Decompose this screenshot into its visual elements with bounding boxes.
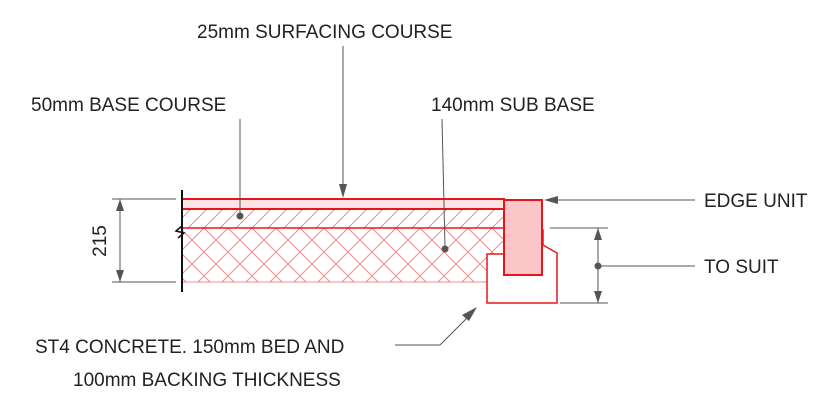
label-base-course: 50mm BASE COURSE	[31, 95, 226, 116]
edge-unit-shape	[503, 199, 543, 276]
label-surfacing-course: 25mm SURFACING COURSE	[197, 22, 452, 43]
label-to-suit: TO SUIT	[704, 257, 779, 278]
subbase-leader	[441, 118, 446, 248]
edge-unit-arrow	[544, 196, 558, 204]
subbase-dot	[441, 245, 449, 253]
concrete-arrow	[462, 307, 477, 321]
dim-arrow-up	[116, 199, 124, 211]
label-edge-unit: EDGE UNIT	[704, 191, 808, 212]
suit-arrow-down	[594, 291, 602, 303]
label-sub-base: 140mm SUB BASE	[431, 95, 595, 116]
dim-label-215: 215	[90, 225, 111, 257]
base-course-layer	[181, 208, 505, 229]
surfacing-course-layer	[181, 198, 505, 210]
concrete-leader	[395, 314, 471, 346]
surfacing-arrow	[339, 184, 347, 198]
sub-base-layer	[181, 227, 505, 283]
suit-arrow-up	[594, 228, 602, 240]
break-symbol	[174, 225, 186, 239]
base-dot	[236, 212, 244, 220]
label-concrete-line1: ST4 CONCRETE. 150mm BED AND	[35, 337, 344, 358]
label-concrete-line2: 100mm BACKING THICKNESS	[73, 370, 341, 391]
dim-arrow-down	[116, 270, 124, 282]
